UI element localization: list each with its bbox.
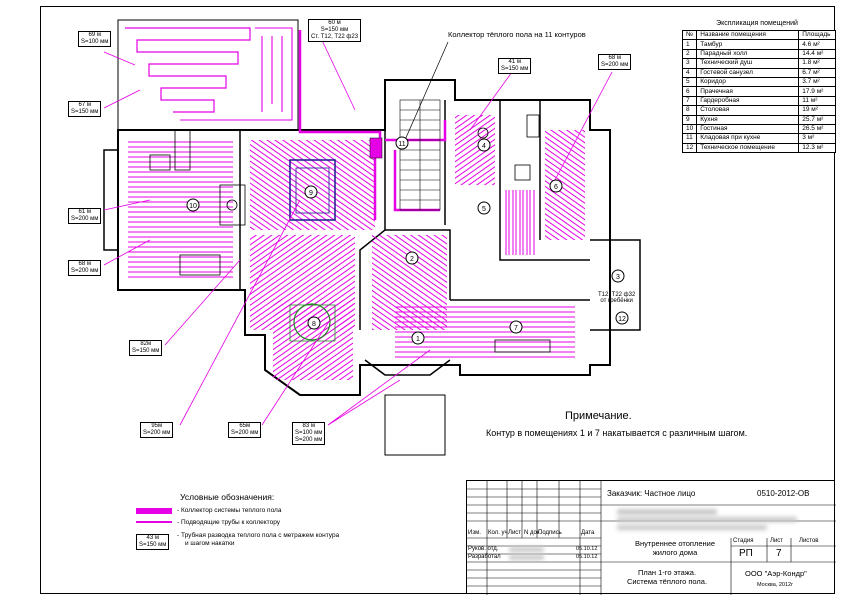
redacted-text [617, 517, 797, 522]
stage-header: Стадия [733, 538, 754, 544]
room-number: 4 [482, 143, 486, 150]
stamp-col: Изм. [468, 530, 481, 536]
room-number: 10 [189, 203, 197, 210]
stamp-role: Руков. отд. [468, 546, 499, 552]
document-code: 0510-2012-ОВ [757, 489, 810, 498]
redacted-text [509, 547, 544, 552]
legend-item: - Коллектор системы теплого пола [177, 507, 282, 514]
outer-walls [103, 79, 641, 456]
redacted-text [617, 509, 717, 515]
room-number: 11 [398, 141, 405, 148]
legend-item: и шагом накатки [185, 540, 235, 547]
customer: Заказчик: Частное лицо [607, 489, 696, 498]
sheet-header: Лист [770, 538, 784, 544]
stamp-role: Разработал [468, 554, 501, 560]
city-year: Москва, 2012г [757, 582, 794, 588]
room-number: 6 [554, 184, 558, 191]
legend-item: - Трубная разводка теплого пола с метраж… [177, 532, 340, 539]
collector-symbol [369, 137, 383, 159]
terrace-heating-zone [117, 19, 299, 131]
staircase [399, 99, 441, 211]
drawing-frame [40, 6, 835, 594]
sheets-header: Листов [799, 538, 819, 544]
room-number: 1 [416, 336, 420, 343]
stamp-col: Лист [508, 530, 522, 536]
redacted-text [509, 555, 544, 560]
floor-heating-circuits [128, 115, 585, 380]
stamp-date: 05.10.12 [576, 546, 598, 552]
collector-title: Коллектор тёплого пола на 11 контуров [448, 30, 586, 39]
leader-lines [103, 35, 613, 426]
furniture [149, 114, 551, 353]
room-number-markers: 1 2 3 4 5 6 7 8 9 10 11 12 [186, 136, 629, 345]
room-number: 9 [309, 190, 313, 197]
legend-item: - Подводящие трубы к коллектору [177, 519, 280, 526]
legend-samples [136, 508, 172, 523]
note-title: Примечание. [565, 410, 632, 422]
legend-title: Условные обозначения: [180, 492, 275, 502]
stamp-col: N док. [524, 530, 542, 536]
room-number: 7 [514, 325, 518, 332]
plan-name: План 1-го этажа.Система тёплого пола. [626, 568, 708, 586]
sheet-value: 7 [776, 548, 782, 559]
explication-title: Экспликация помещений [716, 20, 798, 27]
stamp-col: Дата [581, 530, 595, 536]
note-text: Контур в помещениях 1 и 7 накатывается с… [486, 428, 748, 438]
redacted-text [617, 525, 767, 530]
stamp-col: Кол. уч [488, 530, 508, 536]
room-number: 8 [312, 321, 316, 328]
room-number: 3 [616, 274, 620, 281]
stamp-col: Подпись [538, 530, 562, 536]
title-block: Заказчик: Частное лицо 0510-2012-ОВ Изм.… [466, 480, 836, 595]
room-number: 12 [618, 316, 626, 323]
room-number: 2 [410, 256, 414, 263]
stage-value: РП [739, 548, 753, 559]
room-number: 5 [482, 206, 486, 213]
organization: ООО "Аэр-Кондр" [745, 569, 807, 578]
stamp-date: 05.10.12 [576, 554, 598, 560]
